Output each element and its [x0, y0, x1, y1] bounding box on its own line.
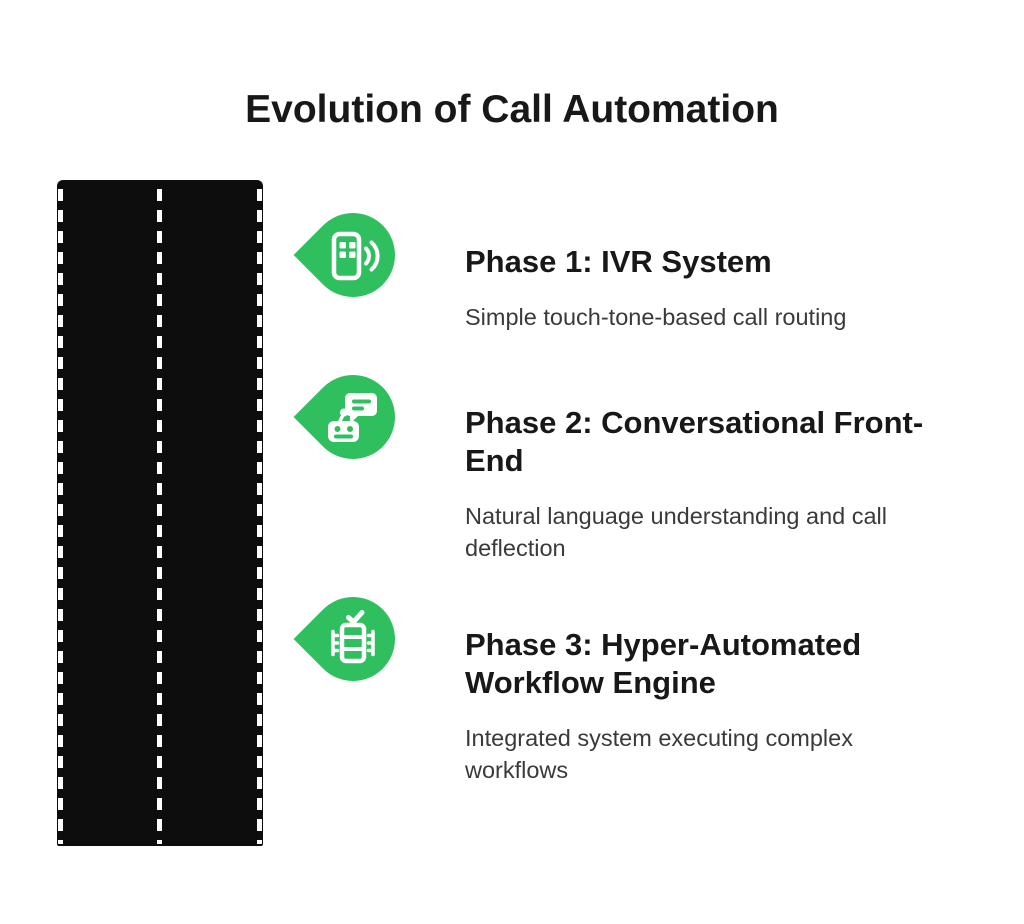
lane-divider-right: [257, 189, 262, 844]
lane-divider-left: [58, 189, 63, 844]
workflow-engine-checkmark-icon: [331, 610, 375, 664]
phase-1-block: Phase 1: IVR System Simple touch-tone-ba…: [465, 243, 945, 333]
chatbot-speech-bubble-icon: [328, 393, 377, 442]
road-graphic: [57, 180, 263, 846]
phase-3-heading: Phase 3: Hyper-Automated Workflow Engine: [465, 627, 862, 700]
phone-keypad-sound-waves-icon: [331, 231, 380, 281]
phase-2-block: Phase 2: Conversational Front-End Natura…: [465, 404, 945, 564]
phase-3-block: Phase 3: Hyper-Automated Workflow Engine…: [465, 626, 945, 786]
phase-1-heading: Phase 1: IVR System: [465, 244, 772, 279]
lane-divider-center: [157, 189, 162, 844]
phase-2-heading: Phase 2: Conversational Front-End: [465, 405, 924, 478]
phase-2-description: Natural language understanding and call …: [465, 503, 888, 561]
phase-1-description: Simple touch-tone-based call routing: [465, 304, 847, 330]
page-title: Evolution of Call Automation: [245, 88, 779, 131]
phase-3-description: Integrated system executing complex work…: [465, 725, 853, 783]
